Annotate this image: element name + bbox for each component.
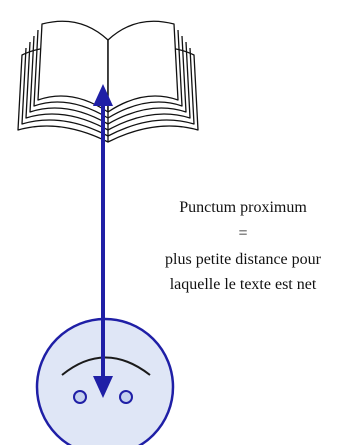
caption: Punctum proximum = plus petite distance …: [165, 199, 322, 293]
caption-title: Punctum proximum: [179, 199, 307, 216]
caption-definition-line2: laquelle le texte est net: [170, 276, 317, 293]
caption-equals: =: [238, 225, 247, 242]
right-eye: [120, 391, 132, 403]
left-eye: [74, 391, 86, 403]
open-book-icon: [18, 21, 198, 142]
caption-definition-line1: plus petite distance pour: [165, 251, 322, 268]
